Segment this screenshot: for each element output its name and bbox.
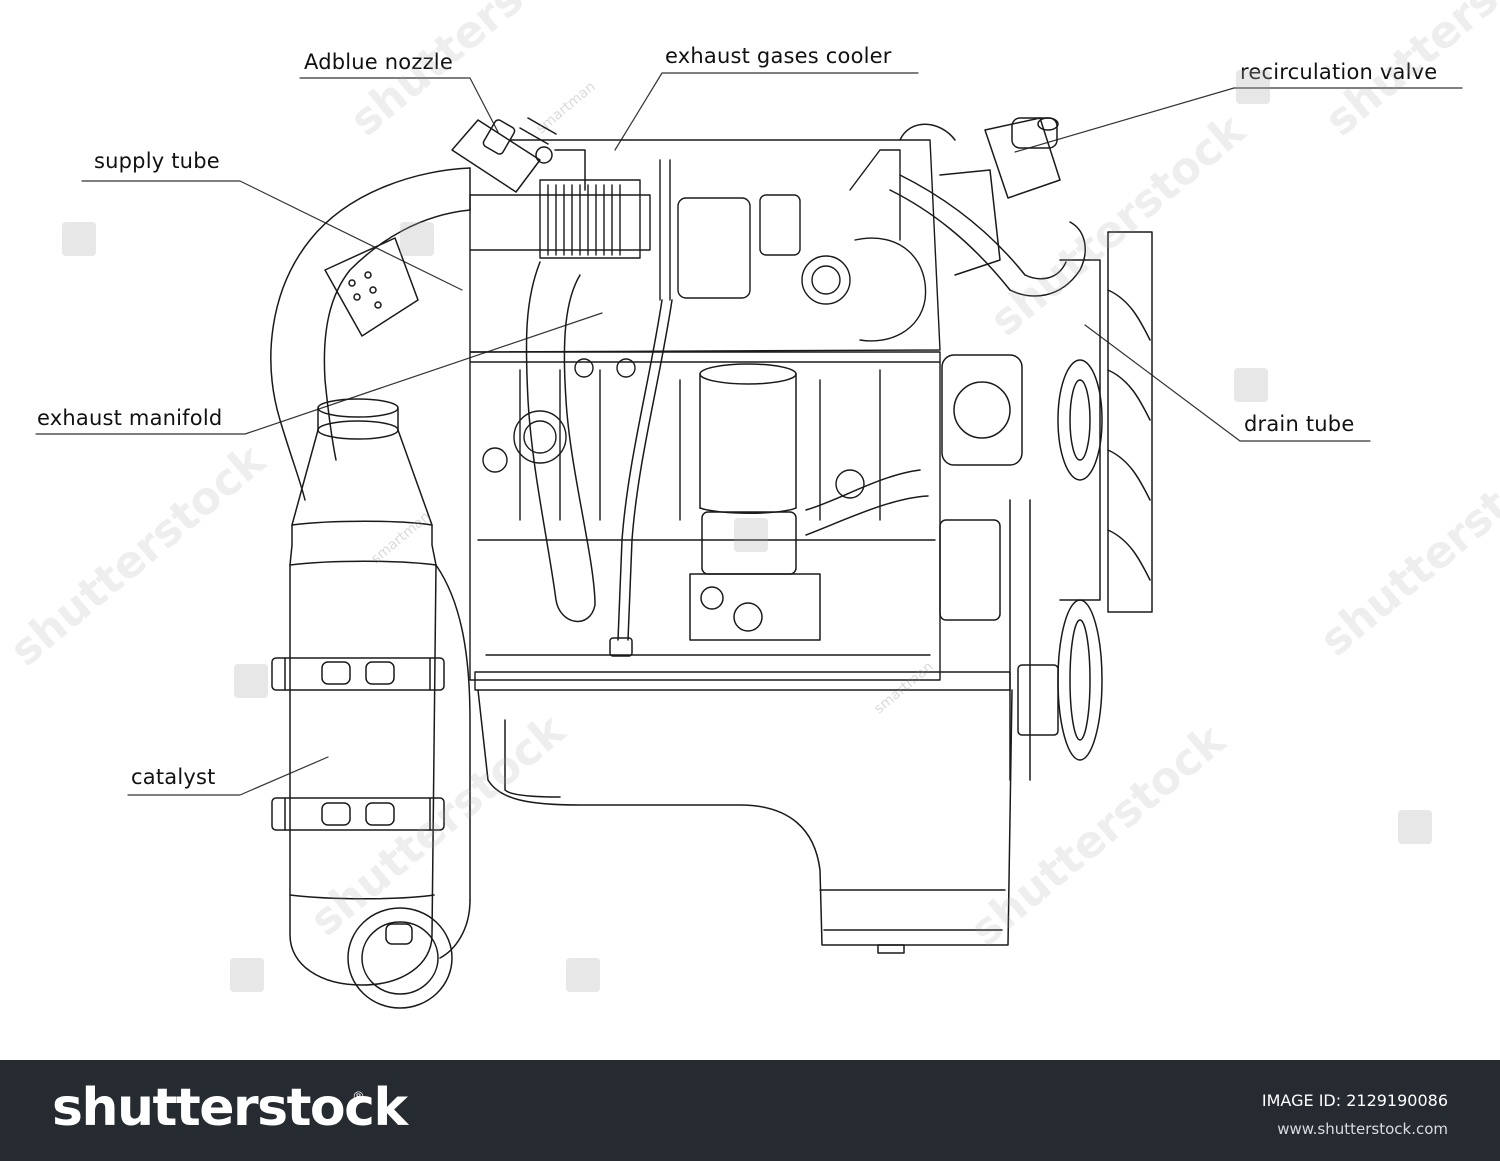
watermark-logo-icon: [566, 958, 600, 992]
leader-adblue-nozzle: [299, 77, 499, 133]
footer-brand-logo: shutterstock: [52, 1078, 408, 1138]
leader-exhaust-manifold: [35, 312, 603, 435]
callout-adblue-nozzle: Adblue nozzle: [304, 50, 453, 74]
callout-supply-tube: supply tube: [94, 149, 220, 173]
callout-exhaust-gases-cooler: exhaust gases cooler: [665, 44, 892, 68]
drain-tube-shape: [525, 261, 673, 657]
callout-drain-tube: drain tube: [1244, 412, 1355, 436]
cylinder-head: [469, 139, 941, 353]
engine-line-drawing: [35, 72, 1463, 1009]
oil-filter: [689, 363, 821, 641]
coolant-hose: [805, 469, 929, 536]
watermark-logo-icon: [62, 222, 96, 256]
leader-recirculation-valve: [1014, 87, 1463, 153]
watermark-logo-icon: [734, 518, 768, 552]
footer-registered-mark: ®: [352, 1090, 365, 1105]
stock-footer-bar: shutterstock ® IMAGE ID: 2129190086 www.…: [0, 1060, 1500, 1161]
front-accessories: [939, 231, 1153, 781]
callout-recirculation-valve: recirculation valve: [1240, 60, 1438, 84]
engine-block: [469, 351, 1011, 691]
callout-exhaust-manifold: exhaust manifold: [37, 406, 223, 430]
watermark-logo-icon: [1234, 368, 1268, 402]
footer-site-url: www.shutterstock.com: [1277, 1120, 1448, 1138]
leader-exhaust-gases-cooler: [614, 72, 919, 151]
adblue-nozzle-shape: [451, 117, 586, 193]
diagram-canvas: Adblue nozzle exhaust gases cooler recir…: [0, 0, 1500, 1009]
watermark-logo-icon: [1398, 810, 1432, 844]
watermark-logo-icon: [234, 664, 268, 698]
leader-lines: [35, 72, 1463, 796]
watermark-logo-icon: [400, 222, 434, 256]
recirculation-valve-shape: [889, 117, 1086, 297]
watermark-logo-icon: [1236, 70, 1270, 104]
oil-pan: [477, 689, 1013, 954]
leader-drain-tube: [1084, 324, 1371, 442]
callout-catalyst: catalyst: [131, 765, 216, 789]
footer-image-id: IMAGE ID: 2129190086: [1261, 1091, 1448, 1110]
leader-catalyst: [127, 756, 329, 796]
watermark-logo-icon: [230, 958, 264, 992]
catalyst-body: [271, 398, 471, 1009]
leader-supply-tube: [81, 180, 463, 291]
exhaust-pipe: [270, 167, 471, 501]
